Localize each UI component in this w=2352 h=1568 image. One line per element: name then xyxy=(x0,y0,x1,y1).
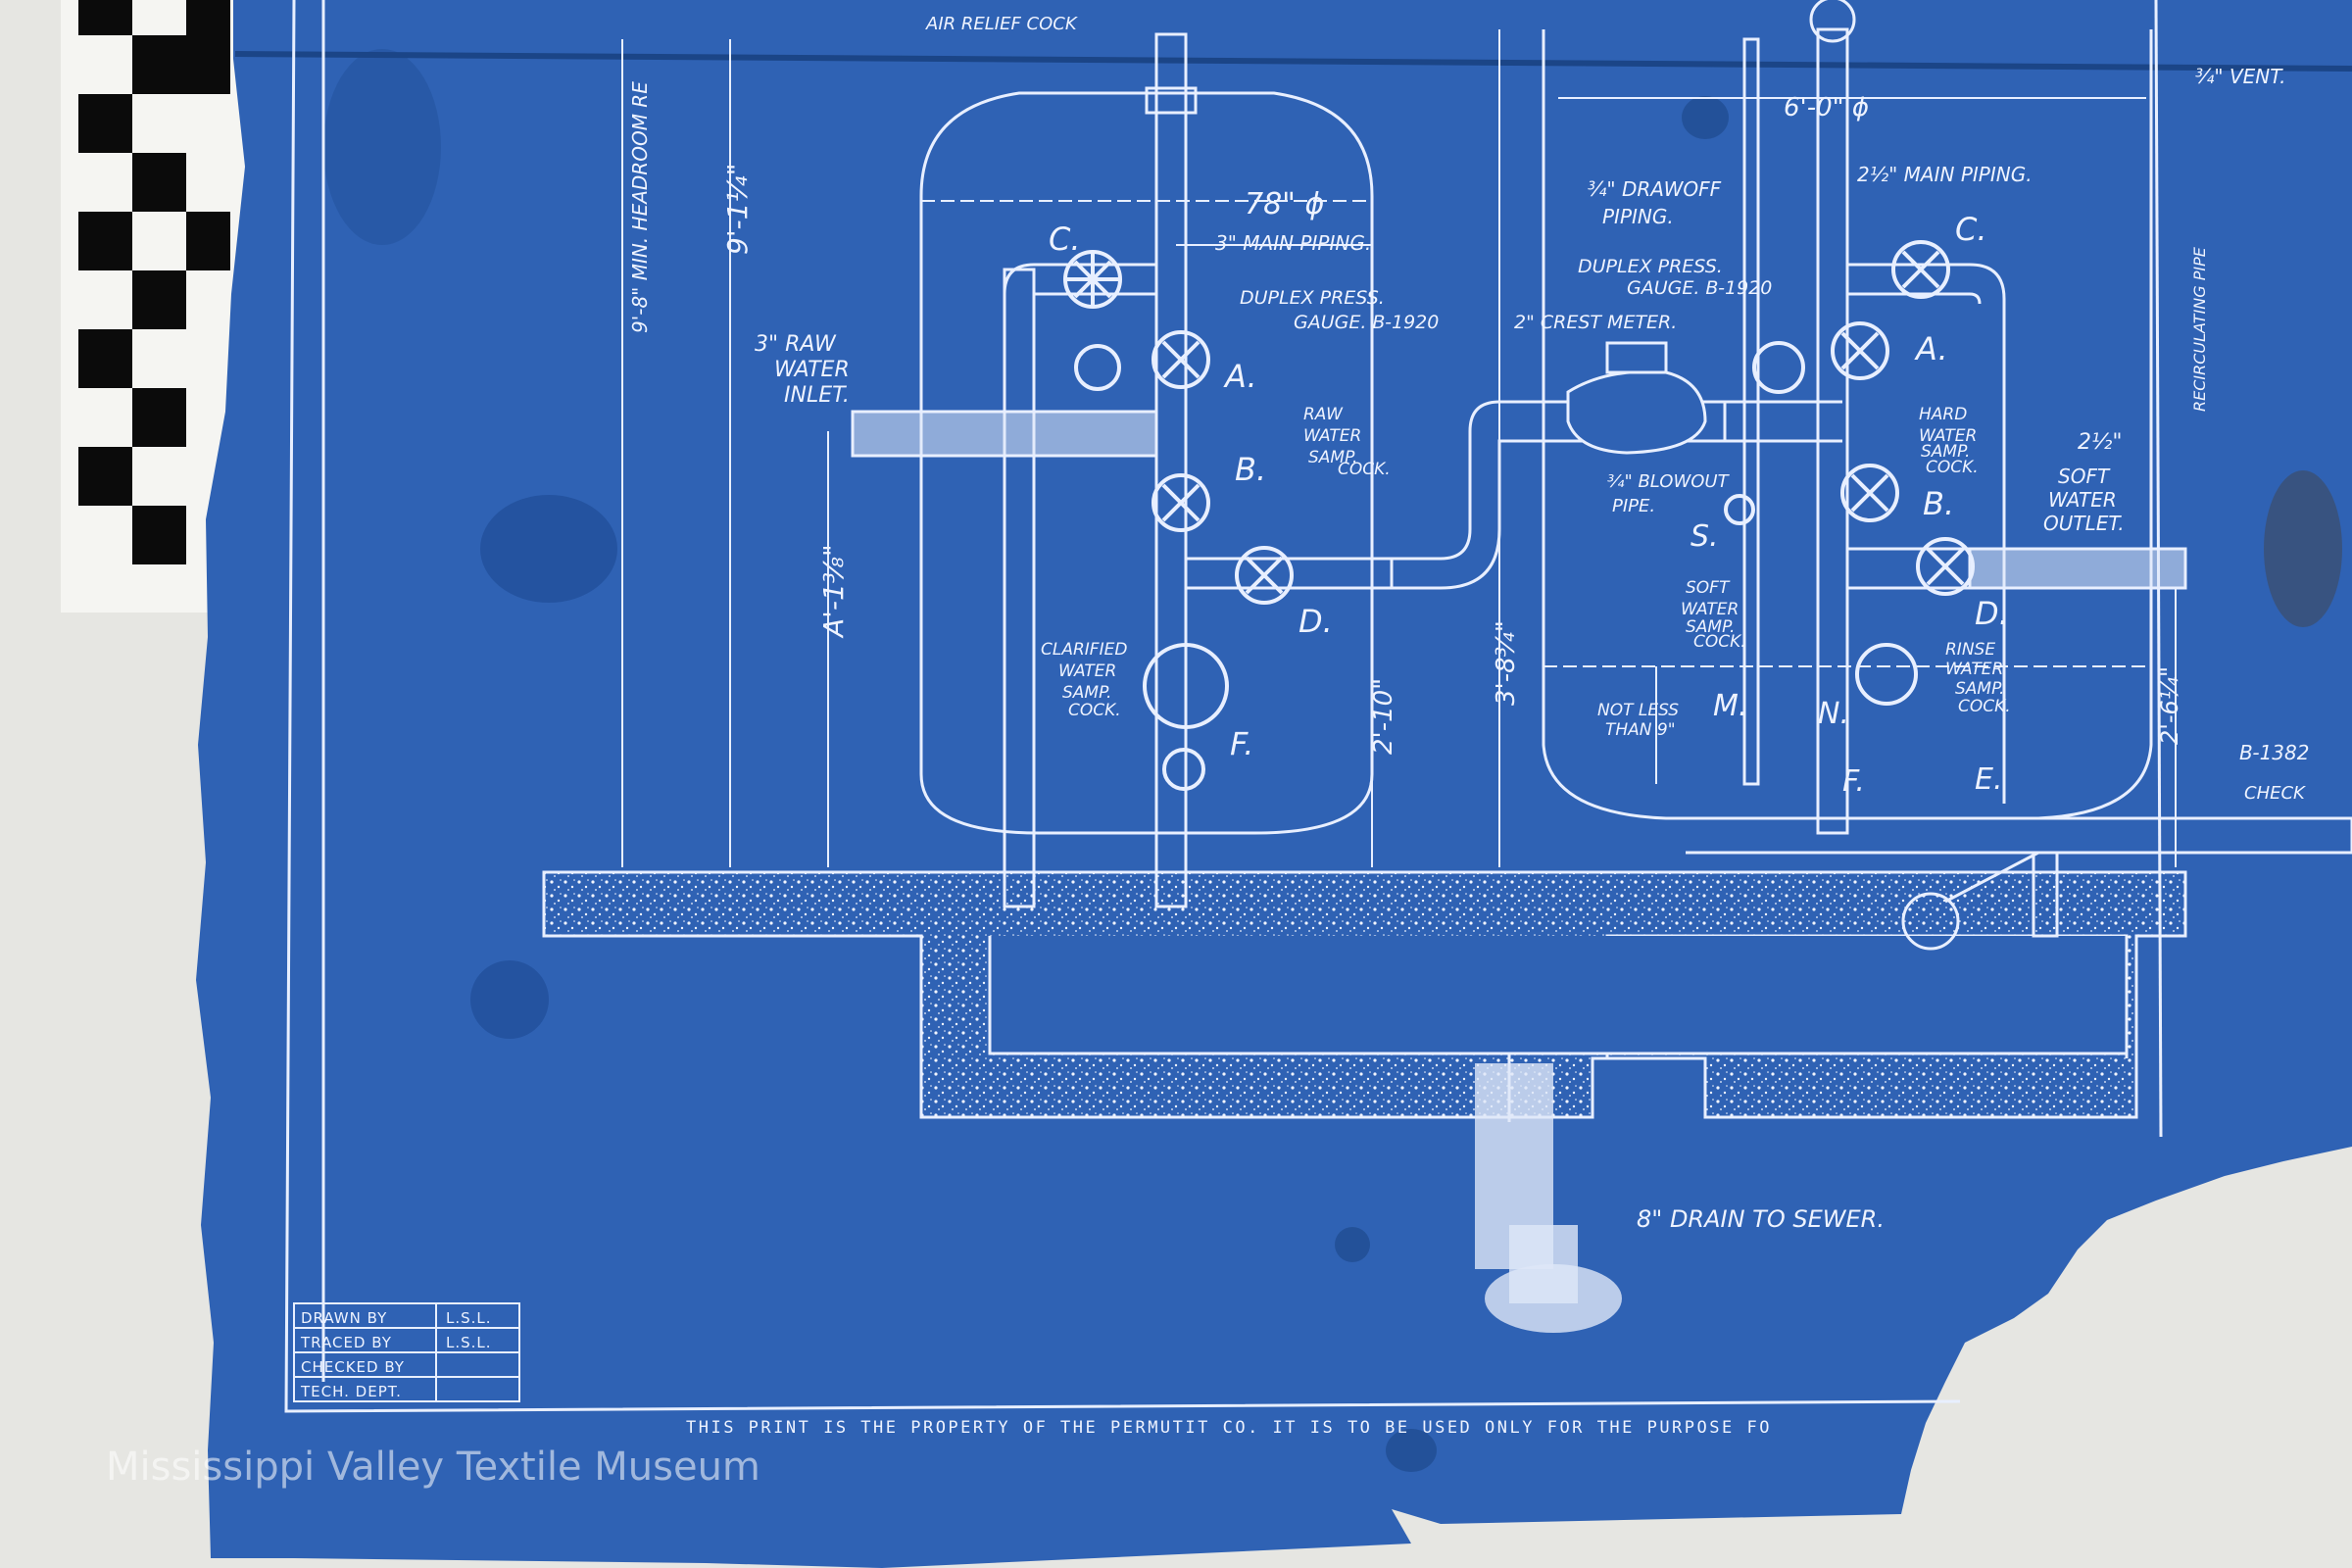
check-label: CHECK xyxy=(2244,783,2306,804)
hard-samp-line1: HARD xyxy=(1919,405,1967,424)
fold-crease xyxy=(234,51,2352,72)
title-block: DRAWN BY L.S.L. TRACED BY L.S.L. CHECKED… xyxy=(293,1302,520,1402)
valve-e-right: E. xyxy=(1975,762,2003,797)
not-less-line2: THAN 9" xyxy=(1605,720,1676,740)
drawoff-line2: PIPING. xyxy=(1602,205,1674,228)
valve-b-left: B. xyxy=(1235,451,1266,488)
dim-3-8: 3'-8¾" xyxy=(1492,620,1521,706)
valve-wheels xyxy=(1063,240,1975,791)
valve-b-right: B. xyxy=(1923,485,1954,522)
clarified-line2: WATER xyxy=(1058,662,1116,681)
right-piping xyxy=(1686,0,2352,951)
raw-inlet-line3: INLET. xyxy=(784,383,850,408)
blueprint-sheet xyxy=(196,0,2352,1568)
watermark: Mississippi Valley Textile Museum xyxy=(106,1445,760,1490)
valve-c-left: C. xyxy=(1049,220,1081,258)
sheet-shading xyxy=(323,49,2342,1472)
dim-2-10: 2'-10" xyxy=(1369,678,1398,755)
dim-2-6: 2'-6¼" xyxy=(2156,666,2183,745)
top-note: AIR RELIEF COCK xyxy=(925,14,1078,34)
dim-9-1-4: 9'-1¼" xyxy=(721,164,754,255)
soft-outlet-line4: OUTLET. xyxy=(2043,512,2125,535)
valve-f-right: F. xyxy=(1842,764,1865,799)
rinse-line1: RINSE xyxy=(1945,640,1995,660)
rinse-line4: COCK. xyxy=(1958,697,2011,716)
hard-samp-line3: SAMP. xyxy=(1921,442,1970,462)
annotations: 9'-8" MIN. HEADROOM RE AIR RELIEF COCK 9… xyxy=(628,14,2309,1233)
headroom-note: 9'-8" MIN. HEADROOM RE xyxy=(628,81,652,333)
valve-m-right: M. xyxy=(1713,689,1747,723)
tank-right-diameter: 6'-0" ϕ xyxy=(1784,93,1869,122)
title-label-checked: CHECKED BY xyxy=(301,1358,405,1376)
rinse-line3: SAMP. xyxy=(1955,679,2004,699)
duplex-left-line1: DUPLEX PRESS. xyxy=(1240,287,1385,309)
drain-label: 8" DRAIN TO SEWER. xyxy=(1637,1205,1885,1233)
duplex-left-line2: GAUGE. B-1920 xyxy=(1294,312,1439,333)
duplex-right-line1: DUPLEX PRESS. xyxy=(1578,256,1723,277)
raw-samp-line3: SAMP. xyxy=(1308,448,1357,467)
title-value-traced: L.S.L. xyxy=(446,1334,492,1351)
property-notice: THIS PRINT IS THE PROPERTY OF THE PERMUT… xyxy=(686,1418,1772,1438)
raw-samp-line1: RAW xyxy=(1303,405,1344,424)
scale-ruler xyxy=(61,0,257,612)
blowout-line2: PIPE. xyxy=(1612,496,1655,516)
crest-meter-label: 2" CREST METER. xyxy=(1514,312,1677,333)
hard-samp-line4: COCK. xyxy=(1926,458,1979,477)
drain-pipe xyxy=(1475,1063,1622,1333)
title-label-traced: TRACED BY xyxy=(300,1334,392,1351)
raw-samp-line4: COCK. xyxy=(1338,460,1391,479)
valve-a-left: A. xyxy=(1223,358,1257,395)
raw-inlet-line2: WATER xyxy=(774,358,850,382)
soft-samp-line4: COCK. xyxy=(1693,632,1746,652)
valve-s-right: S. xyxy=(1690,519,1719,554)
crest-meter xyxy=(1566,341,1707,455)
valve-a-right: A. xyxy=(1914,330,1948,368)
soft-samp-line1: SOFT xyxy=(1686,578,1731,598)
foundation xyxy=(542,870,2187,1122)
raw-samp-line2: WATER xyxy=(1303,426,1361,446)
recirculating-pipe: RECIRCULATING PIPE xyxy=(2190,246,2209,412)
main-piping-right: 2½" MAIN PIPING. xyxy=(1857,163,2033,186)
dimension-lines xyxy=(621,29,2177,867)
tank-left-diameter: 78" ϕ xyxy=(1245,187,1324,221)
not-less-line1: NOT LESS xyxy=(1597,701,1679,720)
clarified-line3: SAMP. xyxy=(1062,683,1111,703)
blowout-line1: ¾" BLOWOUT xyxy=(1607,471,1731,492)
valve-d-left: D. xyxy=(1298,603,1333,640)
raw-inlet-line1: 3" RAW xyxy=(755,332,837,357)
title-value-drawn: L.S.L. xyxy=(446,1309,492,1327)
hard-samp-line2: WATER xyxy=(1919,426,1977,446)
soft-samp-line3: SAMP. xyxy=(1686,617,1735,637)
drawoff-line1: ¾" DRAWOFF xyxy=(1588,177,1722,201)
soft-outlet-line1: 2½" xyxy=(2078,430,2122,455)
title-label-dept: TECH. DEPT. xyxy=(300,1383,402,1400)
valve-n-right: N. xyxy=(1818,697,1849,731)
valve-f-left: F. xyxy=(1230,725,1253,762)
clarified-line1: CLARIFIED xyxy=(1041,640,1127,660)
main-piping-left: 3" MAIN PIPING. xyxy=(1215,231,1371,255)
soft-outlet-line2: SOFT xyxy=(2058,465,2111,488)
vent-label: ¾" VENT. xyxy=(2195,65,2285,88)
valve-letters: C. A. B. D. F. C. A. B. D. S. M. N. F. E… xyxy=(1049,211,2009,799)
part-number: B-1382 xyxy=(2239,741,2309,764)
soft-outlet-line3: WATER xyxy=(2048,488,2117,512)
rinse-line2: WATER xyxy=(1945,660,2003,679)
clarified-line4: COCK. xyxy=(1068,701,1121,720)
duplex-right-line2: GAUGE. B-1920 xyxy=(1627,277,1772,299)
soft-samp-line2: WATER xyxy=(1681,600,1739,619)
valve-c-right: C. xyxy=(1955,211,1987,248)
dim-a: A'-1⅜" xyxy=(817,544,850,639)
valve-d-right: D. xyxy=(1975,595,2009,632)
title-label-drawn: DRAWN BY xyxy=(301,1309,387,1327)
